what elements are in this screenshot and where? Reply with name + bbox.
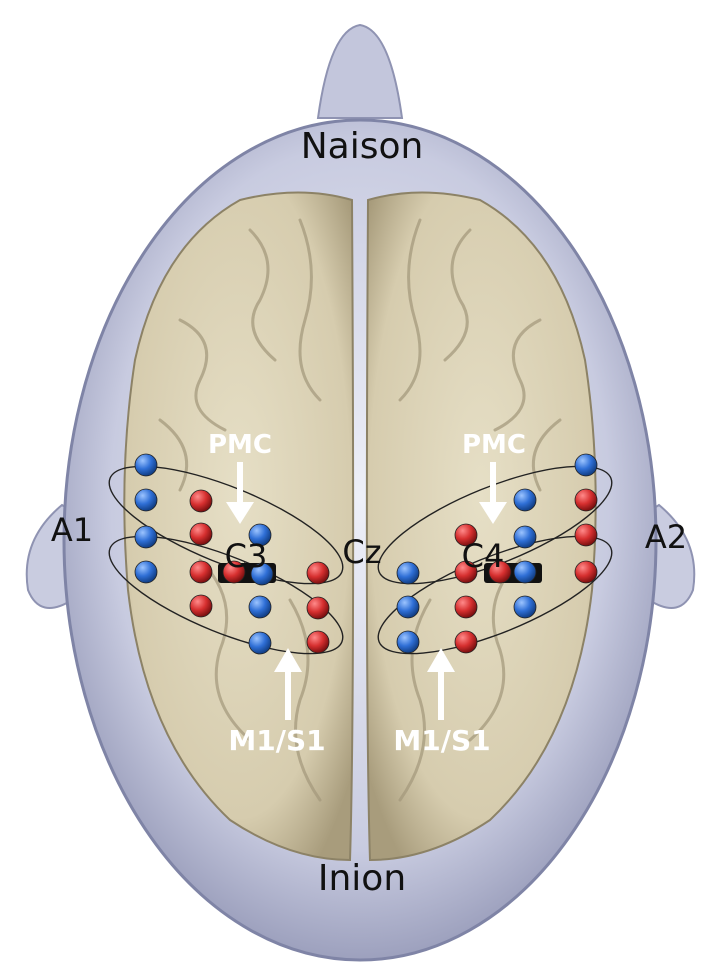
detector-optode [397,596,419,618]
source-optode [575,489,597,511]
detector-optode [135,561,157,583]
a2-label: A2 [645,518,687,556]
m1s1-label-left: M1/S1 [228,724,325,757]
source-optode [190,595,212,617]
source-optode [575,561,597,583]
source-optode [455,596,477,618]
detector-optode [514,561,536,583]
source-optode [190,490,212,512]
detector-optode [514,596,536,618]
pmc-label-left: PMC [208,430,272,460]
detector-optode [249,632,271,654]
source-optode [190,561,212,583]
c4-label: C4 [462,537,505,575]
cz-label: Cz [342,533,381,571]
source-optode [190,523,212,545]
source-optode [307,562,329,584]
detector-optode [397,631,419,653]
pmc-label-right: PMC [462,430,526,460]
detector-optode [249,596,271,618]
source-optode [575,524,597,546]
detector-optode [135,489,157,511]
detector-optode [397,562,419,584]
c3-label: C3 [225,537,268,575]
m1s1-label-right: M1/S1 [393,724,490,757]
source-optode [455,631,477,653]
nasion-label: Naison [301,126,424,167]
detector-optode [514,489,536,511]
source-optode [307,597,329,619]
detector-optode [135,454,157,476]
source-optode [307,631,329,653]
nose [318,25,402,118]
inion-label: Inion [318,858,406,899]
detector-optode [514,526,536,548]
detector-optode [575,454,597,476]
a1-label: A1 [51,511,93,549]
detector-optode [135,526,157,548]
